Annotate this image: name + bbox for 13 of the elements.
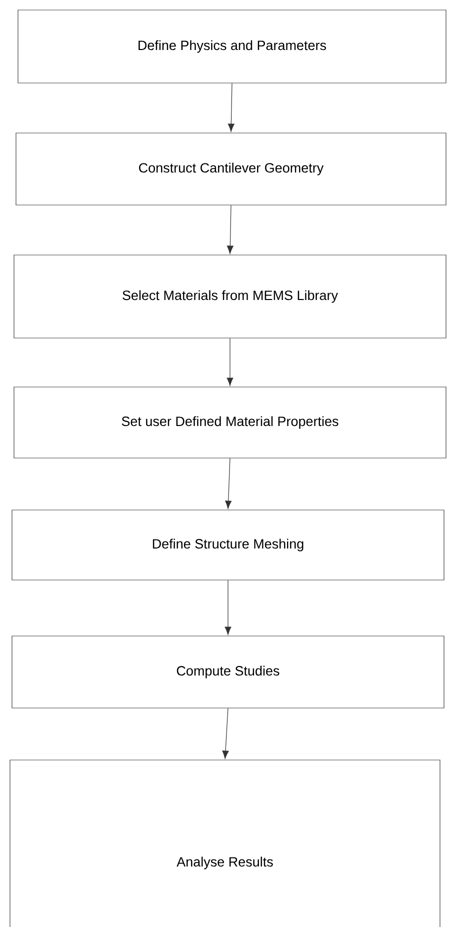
process-box: Define Physics and Parameters <box>18 10 446 84</box>
process-box: Set user Defined Material Properties <box>14 386 446 458</box>
process-box: Construct Cantilever Geometry <box>16 132 446 206</box>
process-box: Analyse Results <box>10 760 440 927</box>
process-box: Select Materials from MEMS Library <box>14 254 446 338</box>
arrow <box>225 458 232 509</box>
process-box: Compute Studies <box>12 636 444 708</box>
arrow <box>226 205 234 254</box>
arrow <box>224 580 232 635</box>
arrow <box>226 338 234 386</box>
arrow <box>228 83 234 132</box>
process-box: Define Structure Meshing <box>12 510 444 580</box>
arrow <box>222 708 229 759</box>
